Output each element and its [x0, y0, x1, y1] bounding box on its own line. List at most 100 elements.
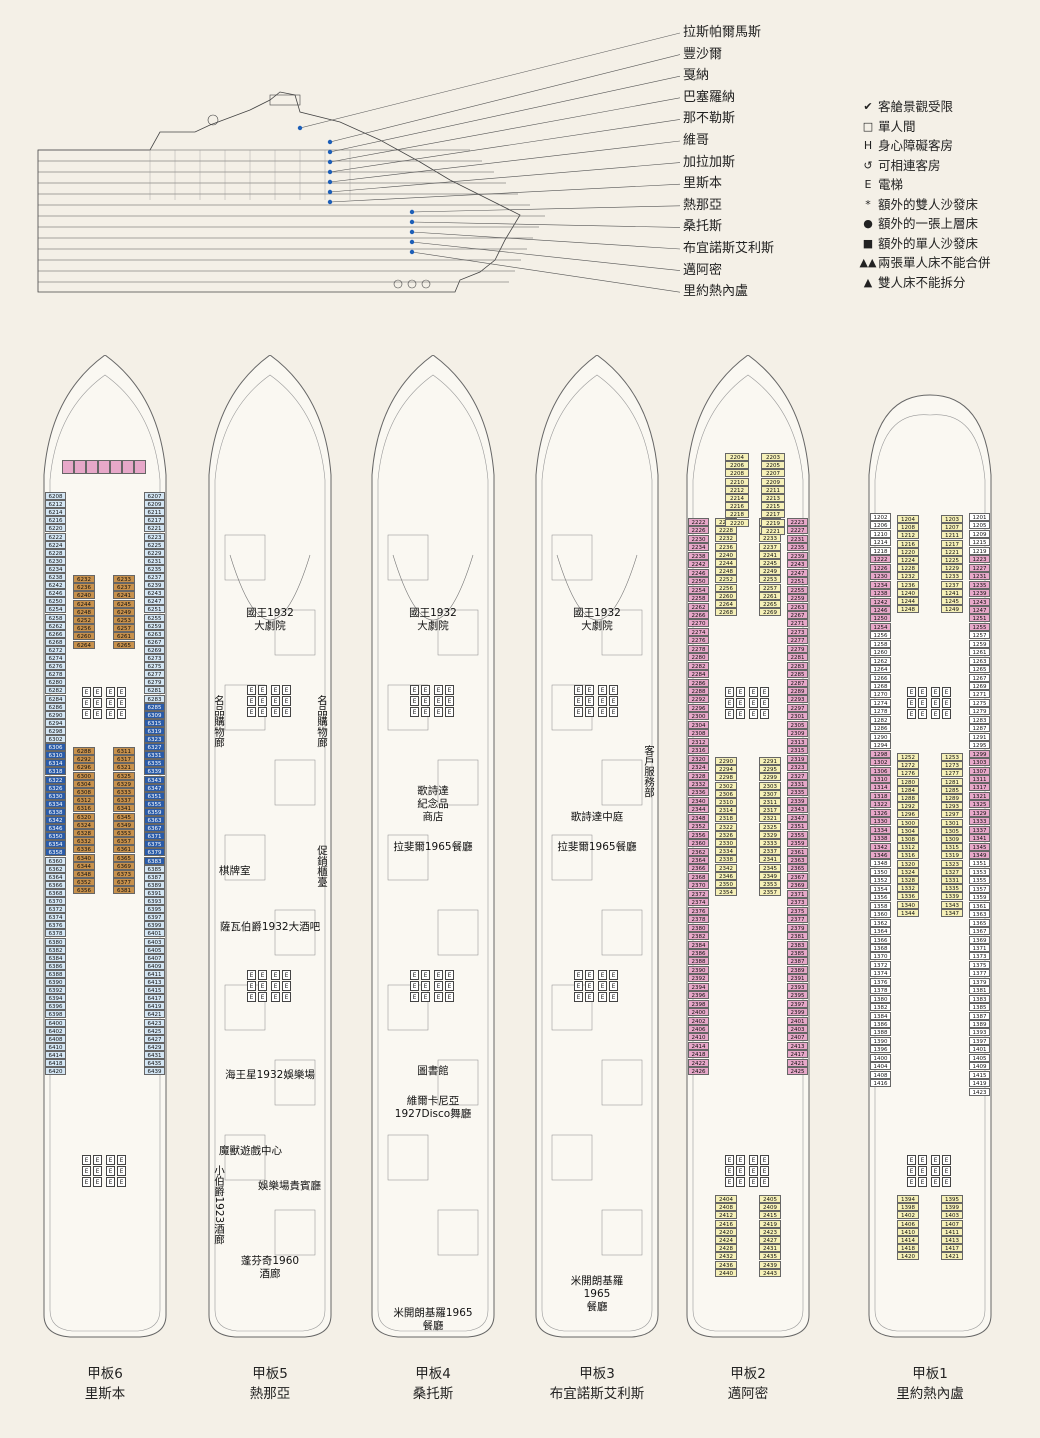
elevator-icon: E	[93, 698, 102, 708]
legend-label: 電梯	[878, 177, 904, 192]
elevator-icon: E	[445, 981, 454, 991]
cabin: 1372	[870, 960, 891, 969]
room-outline	[274, 1059, 316, 1106]
elevator-icon: E	[749, 709, 758, 719]
deck-caption-name: 里約熱內盧	[896, 1386, 964, 1402]
cabin: 6342	[45, 816, 66, 824]
cabin: 1248	[897, 605, 919, 614]
cabin: 6364	[45, 872, 66, 881]
cabin: 2266	[688, 610, 709, 619]
cabin: 1368	[870, 943, 891, 952]
cabin: 1319	[941, 851, 963, 860]
cabin: 2220	[725, 518, 749, 527]
cabin: 2376	[688, 906, 709, 915]
cabin: 2365	[787, 864, 808, 873]
cabin: 1259	[969, 639, 990, 648]
room-outline	[551, 534, 593, 581]
elevator-icon: E	[410, 685, 419, 695]
profile-deck-marker	[409, 249, 415, 255]
cabin: 1252	[897, 753, 919, 761]
cabin: 2263	[787, 602, 808, 611]
elevator-icon: E	[117, 709, 126, 719]
elevator-icon: E	[736, 1177, 745, 1187]
deck-hull-outline	[535, 355, 659, 1338]
cabin: 1346	[870, 851, 891, 859]
cabin: 1345	[969, 842, 990, 851]
cabin: 6311	[113, 747, 135, 755]
room-outline	[551, 1134, 593, 1181]
cabin: 6298	[45, 726, 66, 735]
cabin: 6235	[144, 564, 165, 573]
cabin: 2328	[688, 771, 709, 780]
cabin: 6354	[45, 840, 66, 849]
cabin: 2298	[715, 773, 737, 782]
cabin: 1376	[870, 977, 891, 986]
cabin: 1332	[897, 884, 919, 893]
cabin: 6314	[45, 759, 66, 768]
cabin: 2235	[787, 543, 808, 552]
cabin: 6233	[113, 575, 135, 583]
cabin: 1307	[969, 766, 990, 775]
cabin: 2237	[759, 542, 781, 551]
cabin: 6332	[73, 837, 95, 846]
cabin: 1396	[870, 1045, 891, 1054]
cabin: 2402	[688, 1016, 709, 1025]
deck-name-list: 拉斯帕爾馬斯豐沙爾戛納巴塞羅納那不勒斯維哥加拉加斯里斯本熱那亞桑托斯布宜諾斯艾利…	[683, 22, 774, 303]
cabin: 6346	[45, 824, 66, 833]
cabin: 1394	[897, 1195, 919, 1203]
cabin: 1210	[870, 529, 891, 538]
legend-label: 客艙景觀受限	[878, 99, 954, 114]
cabin: 6222	[45, 532, 66, 541]
cabin: 2245	[759, 559, 781, 567]
cabin: 1337	[969, 825, 990, 834]
elevator-icon: E	[585, 970, 594, 980]
cabin: 2287	[787, 678, 808, 687]
cabin: 1343	[941, 900, 963, 909]
cabin: 2295	[759, 765, 781, 774]
elevator-icon: E	[725, 1155, 734, 1165]
cabin: 2380	[688, 923, 709, 932]
cabin: 6308	[73, 788, 95, 796]
cabin: 1270	[870, 690, 891, 699]
cabin: 2428	[715, 1244, 737, 1253]
cabin: 2329	[759, 830, 781, 839]
cabin: 2309	[787, 729, 808, 738]
cabin: 6315	[144, 718, 165, 727]
cabin: 1347	[941, 908, 963, 917]
hull-inner-path	[692, 374, 804, 1332]
room-outline	[387, 534, 429, 581]
cabin: 1400	[870, 1053, 891, 1062]
cabin: 6402	[45, 1026, 66, 1035]
cabin: 1404	[870, 1062, 891, 1071]
cabin: 6429	[144, 1042, 165, 1051]
cabin: 1242	[870, 597, 891, 606]
profile-deck-marker	[409, 219, 415, 225]
area-side-label: 名品購物廊	[316, 695, 328, 748]
legend-label: 額外的一張上層床	[878, 216, 979, 231]
elevator-icon: E	[271, 981, 280, 991]
cabin: 1263	[969, 656, 990, 665]
room-outline	[387, 984, 429, 1031]
cabin: 2254	[688, 585, 709, 594]
elevator-icon: E	[585, 696, 594, 706]
cabin: 1386	[870, 1020, 891, 1028]
elevator-icon: E	[434, 696, 443, 706]
cabin: 1365	[969, 918, 990, 927]
cabin: 1324	[897, 867, 919, 876]
cabin: 2399	[787, 1008, 808, 1017]
cabin: 1238	[870, 589, 891, 598]
cabin: 1355	[969, 876, 990, 885]
cabin: 2417	[787, 1050, 808, 1059]
cabin: 2321	[759, 814, 781, 823]
cabin: 1373	[969, 952, 990, 961]
cabin: 1216	[897, 539, 919, 548]
cabin: 1207	[941, 523, 963, 532]
cabin: 6319	[144, 726, 165, 735]
cabin: 1408	[870, 1070, 891, 1079]
cabin: 1209	[969, 529, 990, 538]
elevator-icon: E	[749, 698, 758, 708]
cabin: 1293	[941, 802, 963, 811]
deck-caption-number: 甲板2	[730, 1366, 766, 1382]
